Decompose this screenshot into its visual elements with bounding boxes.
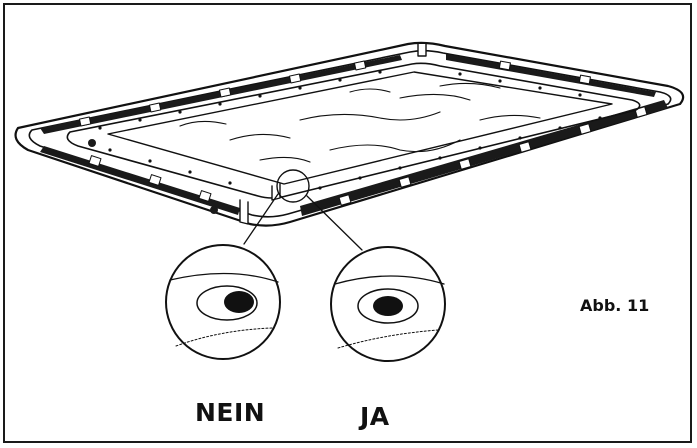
eyelet-dots xyxy=(98,70,602,190)
cover-inner-frame xyxy=(66,62,641,199)
front-strap-band xyxy=(300,100,668,216)
corner-fastener-front xyxy=(210,206,218,214)
cover-second-rim xyxy=(28,49,672,218)
detail-right xyxy=(330,246,446,362)
magnify-target-circle xyxy=(276,169,310,203)
wrong-label: NEIN xyxy=(195,398,266,427)
right-strap-band xyxy=(446,54,656,97)
right-label: JA xyxy=(360,402,390,431)
leader-line-left xyxy=(243,193,279,245)
corner-fastener-left xyxy=(88,139,96,147)
detail-wrong xyxy=(165,244,281,360)
strap-clips xyxy=(78,60,648,206)
corner-posts xyxy=(239,43,427,225)
figure-number: Abb. 11 xyxy=(580,296,650,315)
cover-water-edge xyxy=(107,71,613,185)
tarp-wrinkles xyxy=(179,82,541,163)
leader-line-right xyxy=(306,195,363,251)
